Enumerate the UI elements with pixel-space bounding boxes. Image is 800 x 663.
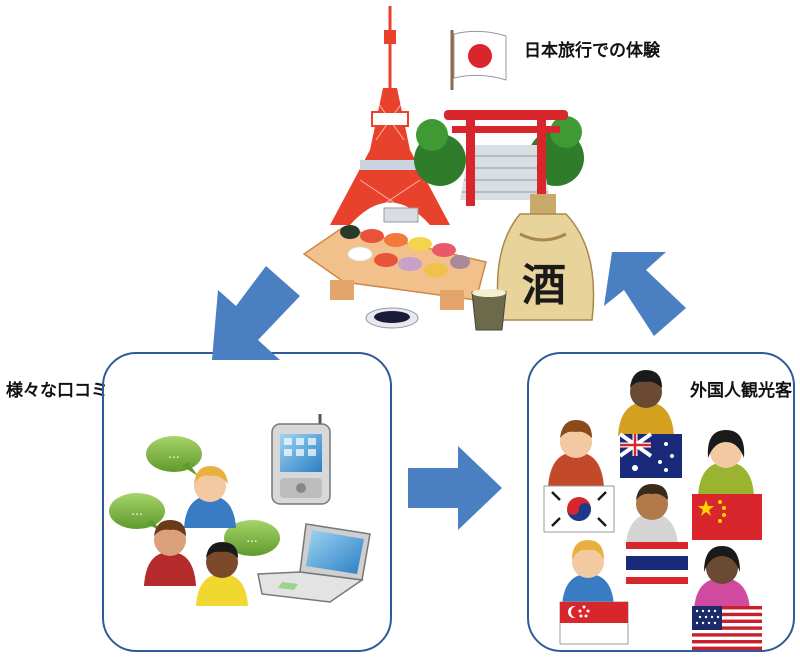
china-flag-icon [692,494,762,540]
label-word-of-mouth: 様々な口コミ [6,381,108,401]
person-korea-icon [548,420,604,488]
sake-kanji: 酒 [522,260,566,311]
sake-bottle-icon: 酒 [471,194,595,331]
arrow-right [408,446,502,530]
person-red-icon [144,520,196,586]
speech-bubble-1: ... [146,436,202,476]
laptop-icon [257,523,371,603]
person-thailand-icon [626,484,678,546]
arrow-right-up [604,252,686,336]
person-blue-icon [184,466,236,528]
label-foreign-tourists: 外国人観光客 [690,381,792,401]
tokyo-tower-icon [330,6,450,225]
speech-bubble-1-text: ... [168,447,179,461]
label-japan-experience: 日本旅行での体験 [524,41,660,61]
person-singapore-icon [562,540,614,606]
person-china-icon [698,430,754,496]
usa-flag-icon [692,606,762,650]
sushi-platter-icon [302,225,487,329]
australia-flag-icon [618,432,682,478]
person-yellow-icon [196,542,248,606]
person-usa-icon [694,546,750,610]
arrow-left-down [212,266,300,360]
person-australia-icon [618,370,674,436]
singapore-flag-icon [559,601,629,645]
speech-bubble-3-text: ... [246,531,257,545]
speech-bubble-2: ... [109,493,165,532]
foreign-tourists-box [527,352,795,652]
south-korea-flag-icon [543,485,615,533]
torii-shrine-icon [414,110,584,206]
smartphone-icon [271,414,331,505]
speech-bubble-2-text: ... [131,504,142,518]
thailand-flag-icon [626,542,688,584]
japan-flag-icon [450,30,507,90]
